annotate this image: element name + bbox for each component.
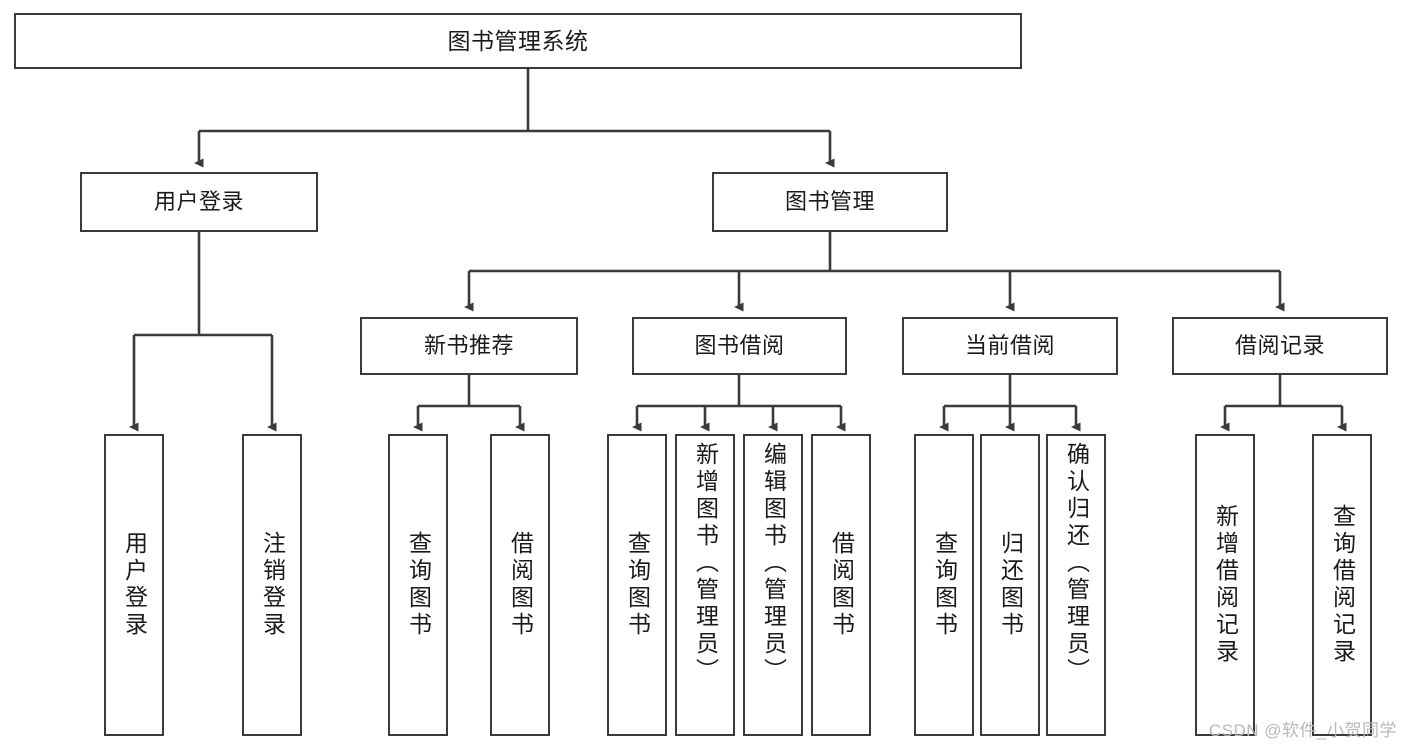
node-book-borrow[interactable]: 图书借阅 [632,317,847,375]
leaf-current-return-book[interactable]: 归还图书 [980,434,1040,736]
leaf-current-query-book[interactable]: 查询图书 [914,434,974,736]
node-label: 新增借阅记录 [1212,504,1239,666]
leaf-records-query-record[interactable]: 查询借阅记录 [1312,434,1372,736]
node-label: 确认归还（管理员） [1063,442,1090,685]
leaf-borrow-borrow-book[interactable]: 借阅图书 [811,434,871,736]
node-label: 查询图书 [405,531,432,639]
leaf-user-login-logout[interactable]: 注销登录 [242,434,302,736]
node-user-login[interactable]: 用户登录 [80,172,318,232]
leaf-user-login-login[interactable]: 用户登录 [104,434,164,736]
leaf-borrow-query-book[interactable]: 查询图书 [607,434,667,736]
leaf-new-book-borrow[interactable]: 借阅图书 [490,434,550,736]
node-label: 借阅图书 [507,531,534,639]
node-new-book-recommend[interactable]: 新书推荐 [360,317,578,375]
node-label: 图书管理 [784,189,875,215]
leaf-current-confirm-return-admin[interactable]: 确认归还（管理员） [1046,434,1106,736]
node-label: 新增图书（管理员） [692,442,719,685]
node-label: 借阅图书 [828,531,855,639]
csdn-watermark: CSDN @软件_小贺同学 [1208,721,1397,740]
node-label: 查询图书 [624,531,651,639]
node-current-borrow[interactable]: 当前借阅 [902,317,1118,375]
node-book-management[interactable]: 图书管理 [712,172,948,232]
leaf-borrow-edit-book-admin[interactable]: 编辑图书（管理员） [743,434,803,736]
node-label: 查询借阅记录 [1329,504,1356,666]
leaf-records-add-record[interactable]: 新增借阅记录 [1195,434,1255,736]
node-label: 归还图书 [997,531,1024,639]
node-label: 借阅记录 [1234,333,1325,359]
node-label: 新书推荐 [423,333,514,359]
node-label: 用户登录 [153,189,244,215]
node-borrow-records[interactable]: 借阅记录 [1172,317,1388,375]
node-label: 编辑图书（管理员） [760,442,787,685]
leaf-new-book-query[interactable]: 查询图书 [388,434,448,736]
leaf-borrow-add-book-admin[interactable]: 新增图书（管理员） [675,434,735,736]
node-label: 图书管理系统 [447,27,589,54]
node-label: 注销登录 [259,531,286,639]
node-label: 当前借阅 [964,333,1055,359]
node-label: 图书借阅 [694,333,785,359]
node-root-system[interactable]: 图书管理系统 [14,13,1022,69]
node-label: 用户登录 [121,531,148,639]
node-label: 查询图书 [931,531,958,639]
